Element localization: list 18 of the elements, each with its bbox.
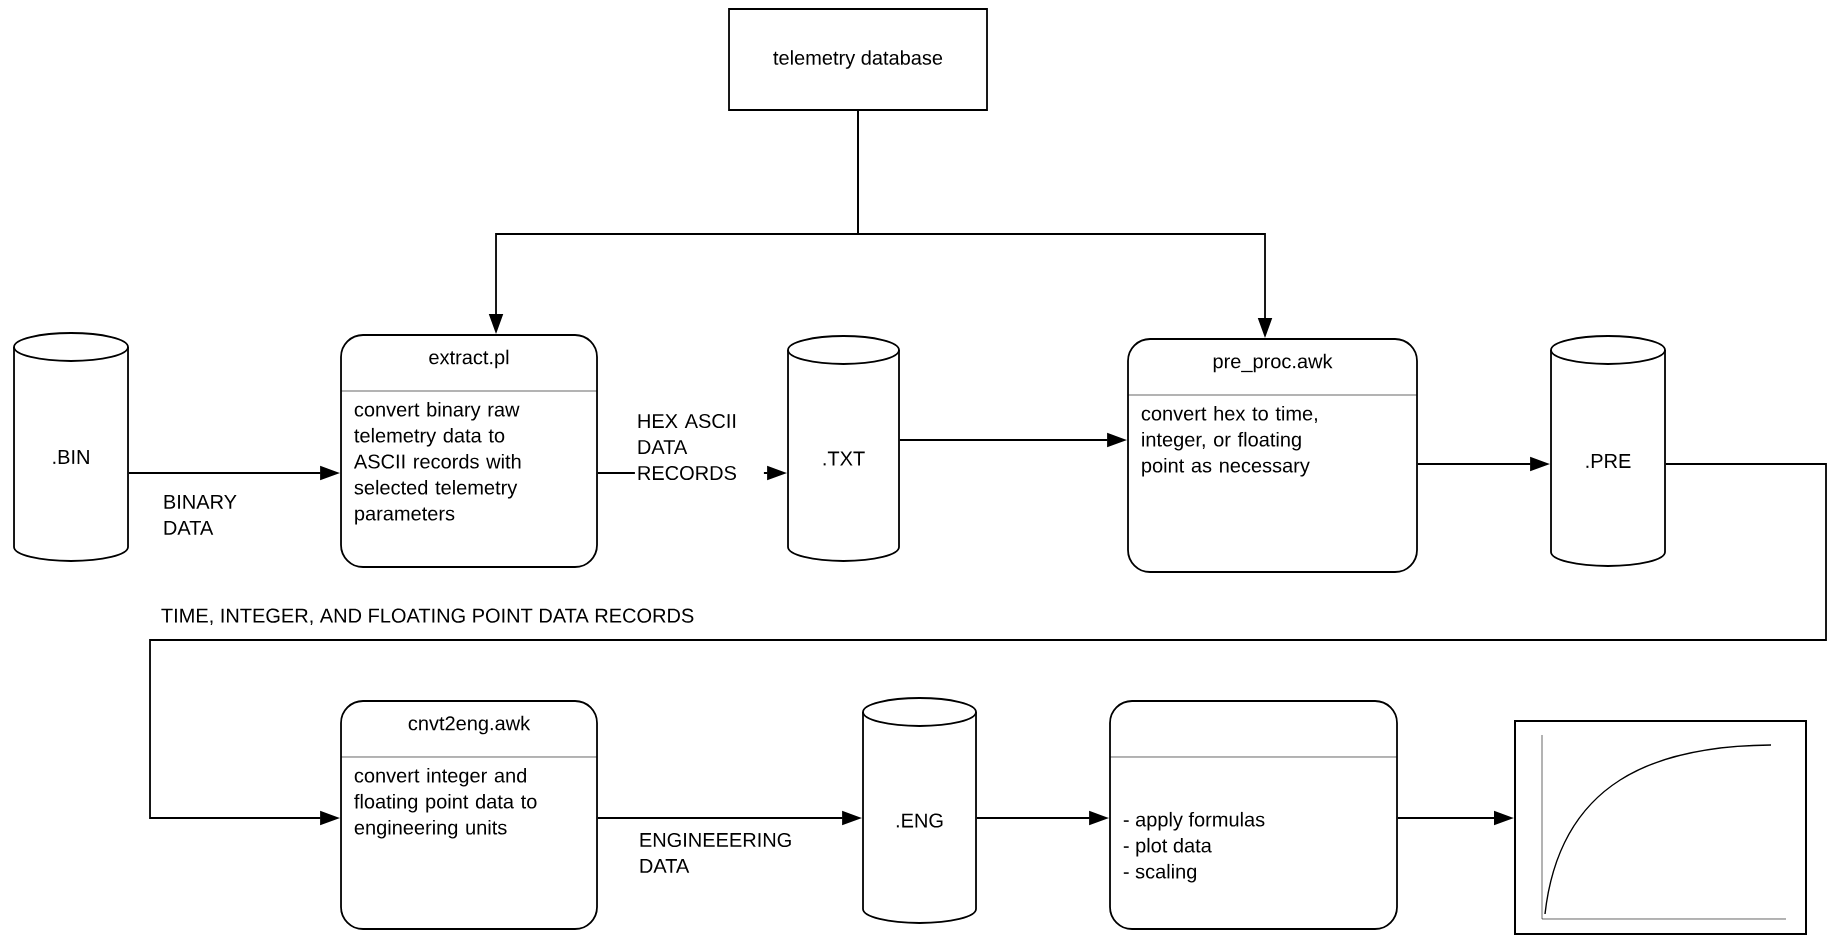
edge-label: HEX ASCII DATA RECORDS — [634, 411, 764, 483]
data-file-cylinder: .BIN — [13, 332, 129, 562]
picture — [1514, 720, 1807, 935]
process-box: cnvt2eng.awk convert integer and floating point data to engineering units — [340, 700, 598, 930]
node-label: .ENG — [896, 813, 943, 828]
process-box: - apply formulas - plot data - scaling — [1109, 700, 1398, 930]
node-label: .PRE — [1586, 454, 1631, 468]
database-box: telemetry database — [728, 8, 988, 111]
data-file-cylinder: .TXT — [787, 335, 900, 562]
node-label: .BIN — [53, 450, 89, 464]
edge-label: ENGINEEERING DATA — [640, 832, 791, 873]
process-box: pre_proc.awk convert hex to time, integer, or floating point as necessary — [1127, 338, 1418, 573]
data-file-cylinder: .PRE — [1550, 335, 1666, 567]
edge-label: TIME, INTEGER, AND FLOATING POINT DATA RECORDS — [161, 608, 694, 626]
process-box: extract.pl convert binary raw telemetry data to ASCII records with selected telemetry parameters — [340, 334, 598, 568]
edge-label: BINARY DATA — [164, 494, 237, 535]
node-label: .TXT — [823, 451, 865, 466]
data-file-cylinder: .ENG — [862, 697, 977, 924]
